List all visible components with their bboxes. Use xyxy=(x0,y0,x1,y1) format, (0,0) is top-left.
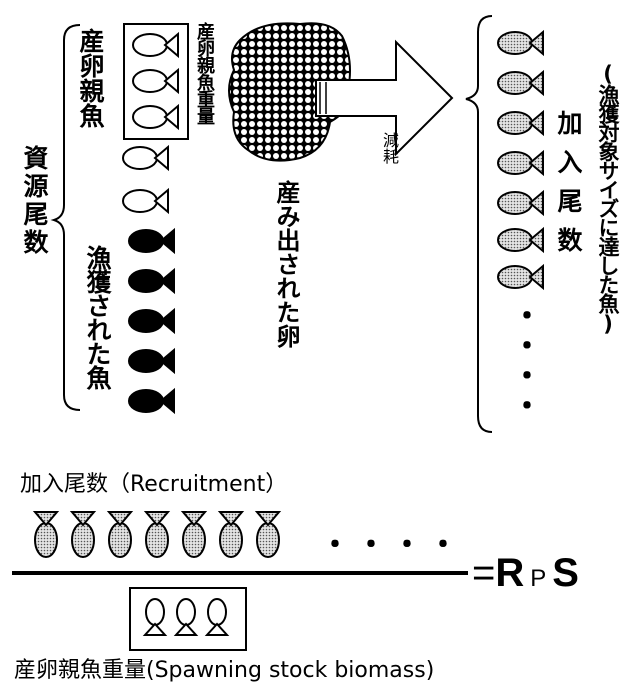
recruit-fish-icon xyxy=(498,266,543,288)
recruit-fish-icon xyxy=(220,512,242,557)
caught-fish-icon xyxy=(129,310,174,332)
caught-fish-icon xyxy=(129,270,174,292)
spawning-biomass-caption: 産卵親魚重量(Spawning stock biomass) xyxy=(14,652,434,684)
non-spawning-fish-icon xyxy=(123,190,168,212)
recruit-fish-icon xyxy=(498,112,543,134)
ellipsis-vertical: ・・・・ xyxy=(508,300,538,420)
parent-fish-icon xyxy=(145,599,165,635)
formula-equals: = xyxy=(472,551,495,595)
caught-fish-icon xyxy=(129,230,174,252)
formula-r: R xyxy=(495,551,524,595)
recruit-fish-icon xyxy=(35,512,57,557)
parent-fish-icon xyxy=(133,106,178,128)
recruit-fish-icon xyxy=(257,512,279,557)
stock-number-label: 資源尾数 xyxy=(22,145,47,257)
eggs-label: 産み出された卵 xyxy=(274,180,298,348)
parent-fish-icon xyxy=(133,70,178,92)
ellipsis-horizontal: ・・・・ xyxy=(320,520,464,564)
recruit-fish-icon xyxy=(498,72,543,94)
recruit-fish-icon xyxy=(72,512,94,557)
recruit-fish-icon xyxy=(146,512,168,557)
recruits-number-label: 加入尾数 xyxy=(556,110,581,266)
recruit-fish-icon xyxy=(498,32,543,54)
non-spawning-fish-icon xyxy=(123,147,168,169)
spawning-parents-label: 産卵親魚 xyxy=(78,28,103,128)
caught-fish-label: 漁獲された魚 xyxy=(85,245,110,389)
spawning-biomass-vertical-label: 産卵親魚重量 xyxy=(195,22,213,124)
parent-fish-icon xyxy=(133,34,178,56)
recruits-brace xyxy=(466,16,492,432)
parent-fish-icon xyxy=(176,599,196,635)
attrition-label: 減耗 xyxy=(381,132,397,164)
parent-fish-icon xyxy=(207,599,227,635)
recruit-fish-icon xyxy=(498,152,543,174)
formula-s: S xyxy=(552,551,579,595)
recruit-fish-icon xyxy=(498,229,543,251)
caught-fish-icon xyxy=(129,390,174,412)
recruitment-caption: 加入尾数（Recruitment） xyxy=(20,466,287,498)
recruit-fish-icon xyxy=(498,192,543,214)
formula-p: P xyxy=(530,565,546,592)
recruit-fish-icon xyxy=(183,512,205,557)
caught-fish-icon xyxy=(129,350,174,372)
fishable-size-label: (漁獲対象サイズに達した魚) xyxy=(597,62,618,334)
recruit-fish-icon xyxy=(109,512,131,557)
